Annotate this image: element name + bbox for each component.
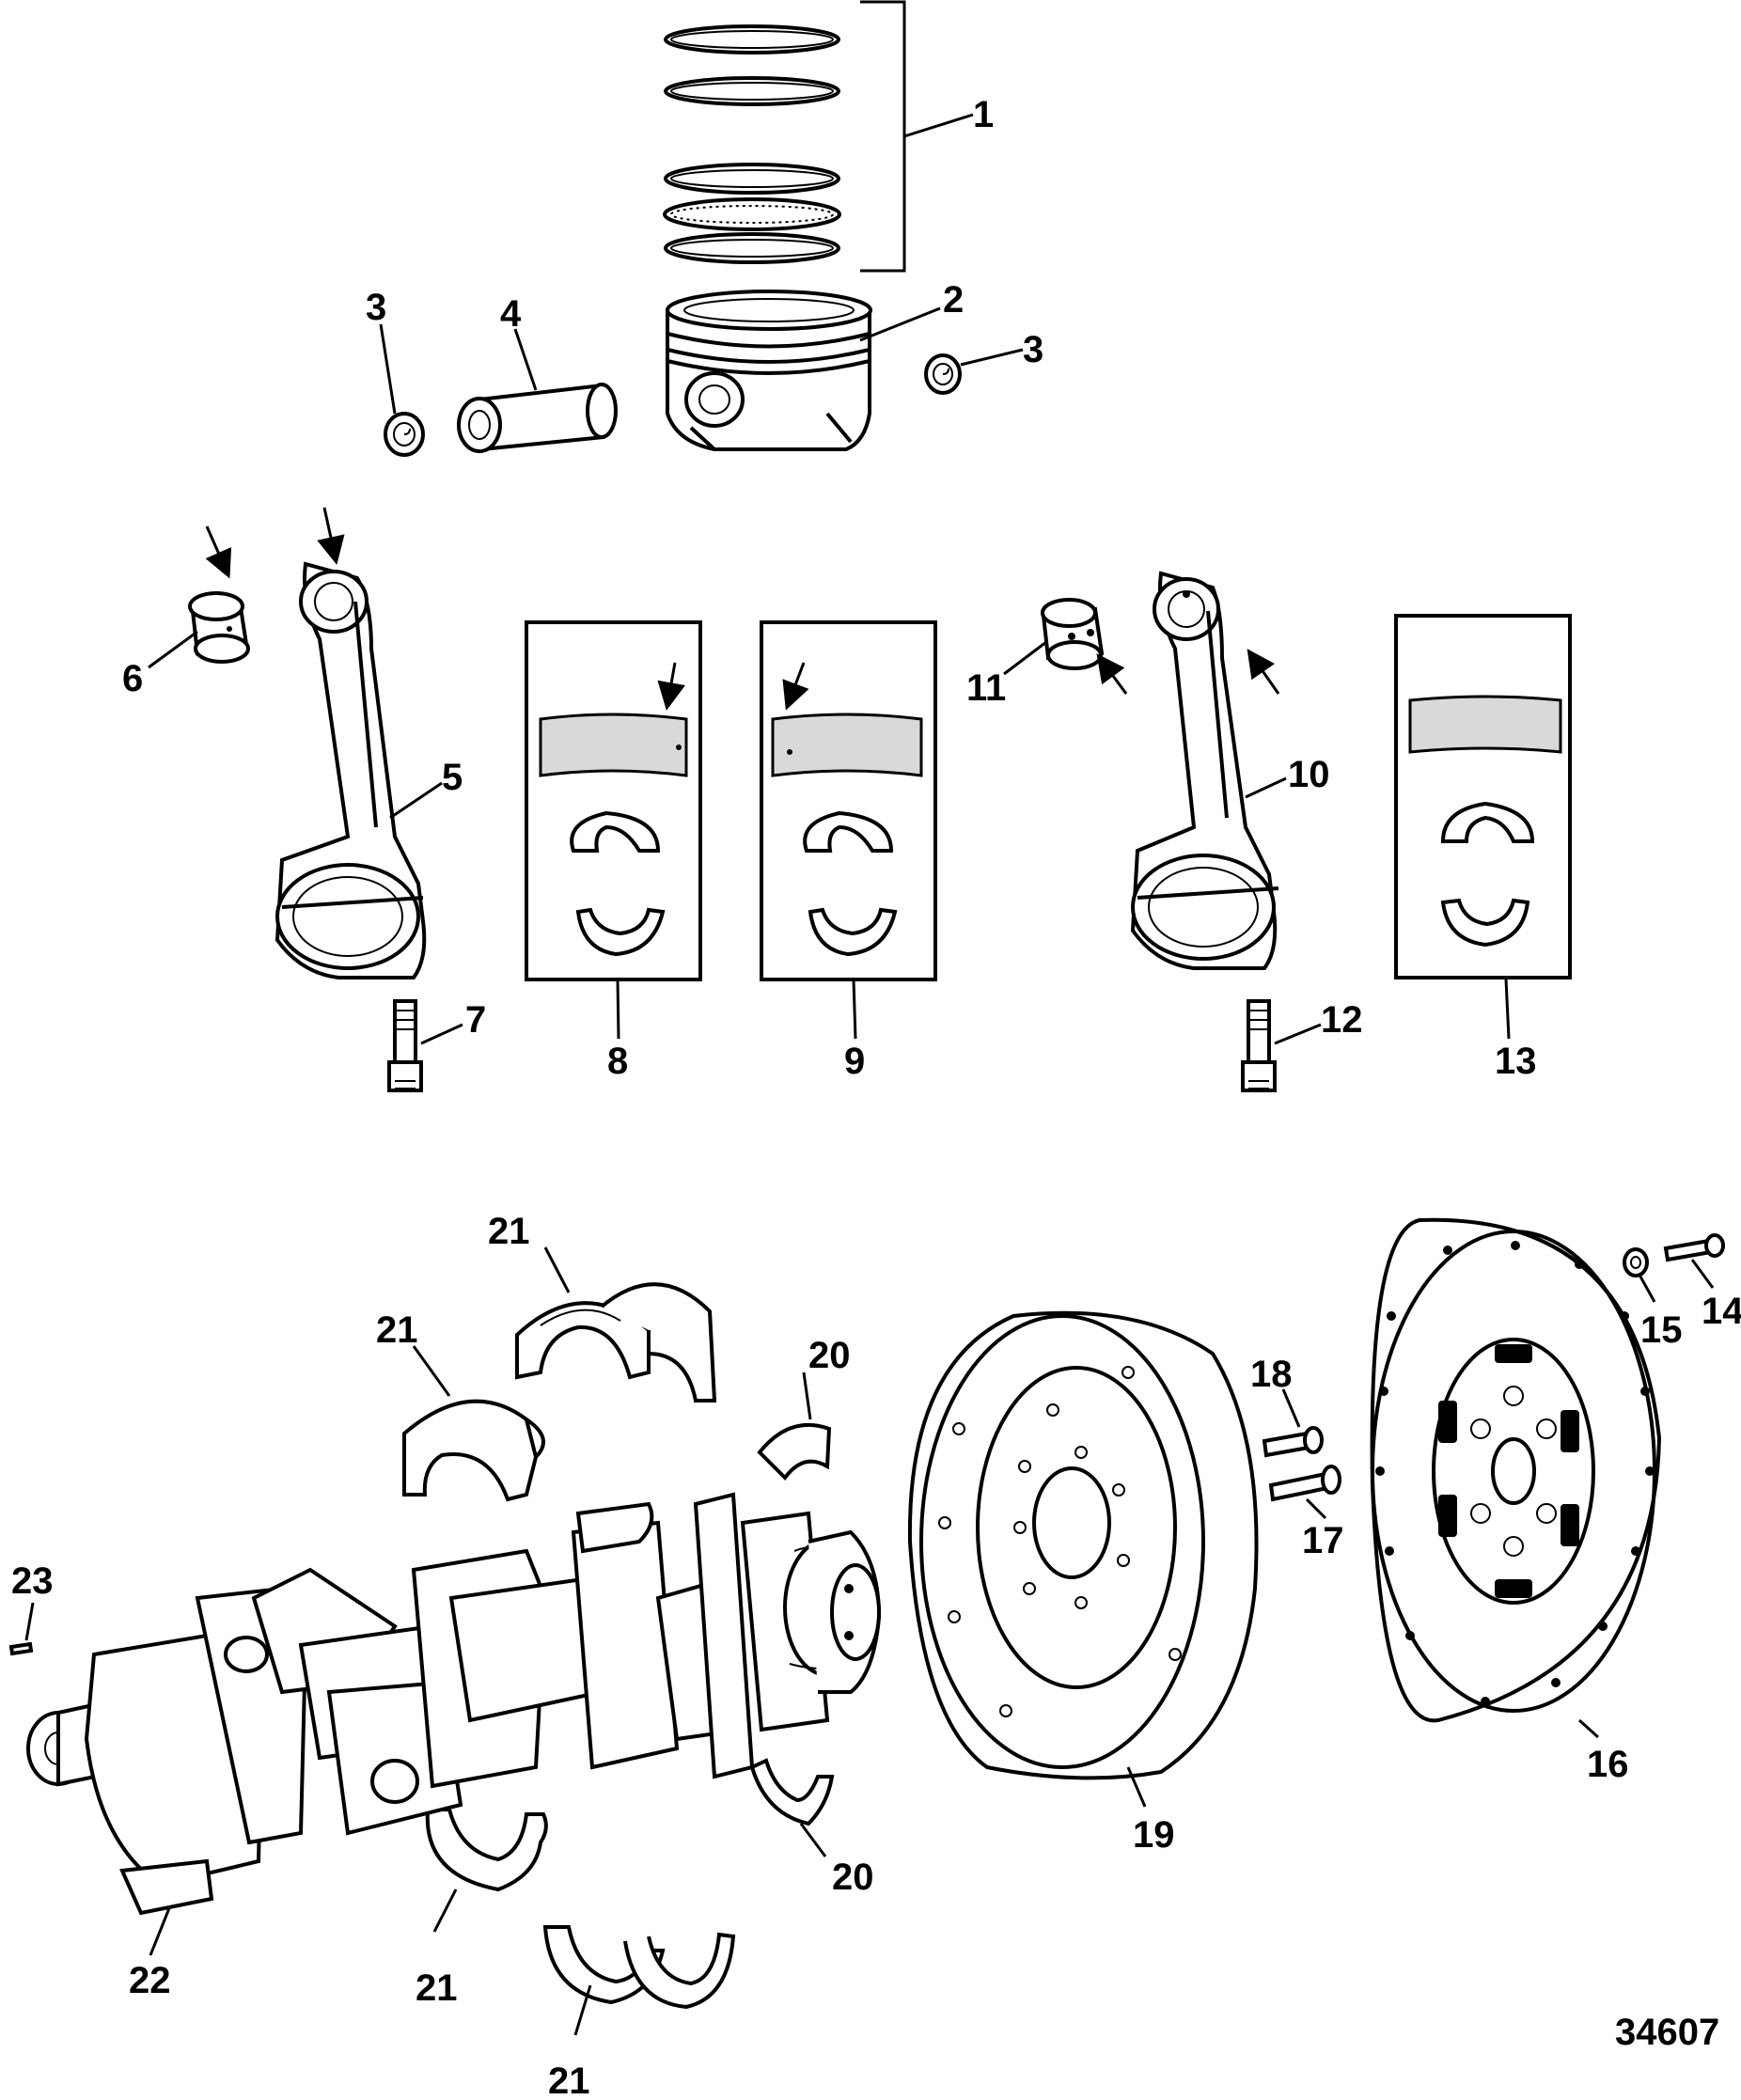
dowel-pin <box>8 1641 34 1656</box>
callout-1: 1 <box>973 94 994 135</box>
connecting-rod-left <box>274 561 427 979</box>
rod-bearing-kit-13 <box>1394 614 1572 979</box>
callout-12: 12 <box>1321 999 1363 1041</box>
piston <box>666 290 872 451</box>
arrow-icon <box>1096 653 1128 695</box>
rod-bolt-right <box>1241 999 1277 1092</box>
drive-plate <box>1370 1217 1662 1723</box>
callout-11: 11 <box>966 667 1006 709</box>
callout-21-upper-left: 21 <box>376 1309 418 1351</box>
callout-13: 13 <box>1495 1041 1537 1082</box>
piston-pin-bushing-left <box>188 591 250 664</box>
rod-bearing-kit-8 <box>525 620 702 981</box>
callout-4: 4 <box>500 293 522 335</box>
crankshaft <box>26 1492 882 1916</box>
callout-16: 16 <box>1587 1744 1629 1785</box>
rod-bearing-kit-9 <box>760 620 937 981</box>
connecting-rod-right <box>1130 571 1279 970</box>
callout-14: 14 <box>1702 1291 1741 1332</box>
callout-19: 19 <box>1133 1814 1175 1856</box>
flywheel <box>907 1310 1259 1780</box>
callout-21-lower-left: 21 <box>416 1967 458 2009</box>
callout-3-right: 3 <box>1023 329 1043 370</box>
piston-pin-bushing-right <box>1041 598 1105 670</box>
piston-pin-retainer-right <box>924 353 962 395</box>
callout-15: 15 <box>1640 1309 1683 1351</box>
flexplate-bolt <box>1663 1233 1725 1262</box>
leader-lines <box>24 306 1715 2036</box>
callout-labels: 1 2 3 3 4 5 6 7 8 9 10 11 12 13 14 15 16… <box>11 94 1741 2100</box>
callout-21-lower-center: 21 <box>548 2061 590 2095</box>
main-bearing-upper-left <box>402 1399 545 1502</box>
piston-pin <box>457 383 618 453</box>
callout-7: 7 <box>465 999 486 1041</box>
arrow-icon <box>782 662 809 711</box>
callout-20-upper: 20 <box>808 1335 851 1376</box>
thrust-washer-upper <box>757 1422 832 1481</box>
orientation-arrows <box>205 507 1280 711</box>
callout-18: 18 <box>1250 1354 1293 1395</box>
flywheel-bolt-18 <box>1262 1426 1324 1458</box>
callout-2: 2 <box>943 279 964 321</box>
piston-pin-retainer-left <box>384 412 425 457</box>
callout-22: 22 <box>129 1960 171 2001</box>
arrow-icon <box>1247 649 1280 695</box>
main-bearing-lower-center <box>542 1925 736 2010</box>
rod-bolt-left <box>387 999 423 1092</box>
callout-17: 17 <box>1302 1520 1344 1561</box>
arrow-icon <box>317 507 345 565</box>
flywheel-bolt-17 <box>1268 1465 1341 1502</box>
main-bearing-upper-center <box>515 1282 717 1403</box>
callout-9: 9 <box>844 1041 865 1082</box>
flexplate-washer <box>1623 1247 1649 1277</box>
callout-5: 5 <box>442 757 463 798</box>
callout-6: 6 <box>122 658 143 699</box>
callout-10: 10 <box>1288 754 1330 795</box>
callout-23: 23 <box>11 1560 54 1602</box>
callout-20-lower: 20 <box>832 1857 874 1898</box>
thrust-washer-lower <box>749 1758 835 1826</box>
arrow-icon <box>657 662 685 711</box>
drawing-number: 34607 <box>1615 2012 1719 2053</box>
callout-8: 8 <box>607 1041 628 1082</box>
main-bearing-lower-left <box>425 1808 548 1892</box>
arrow-icon <box>205 525 232 579</box>
callout-21-upper-center: 21 <box>488 1211 530 1252</box>
piston-ring-set <box>663 0 974 273</box>
callout-3-left: 3 <box>366 287 386 328</box>
